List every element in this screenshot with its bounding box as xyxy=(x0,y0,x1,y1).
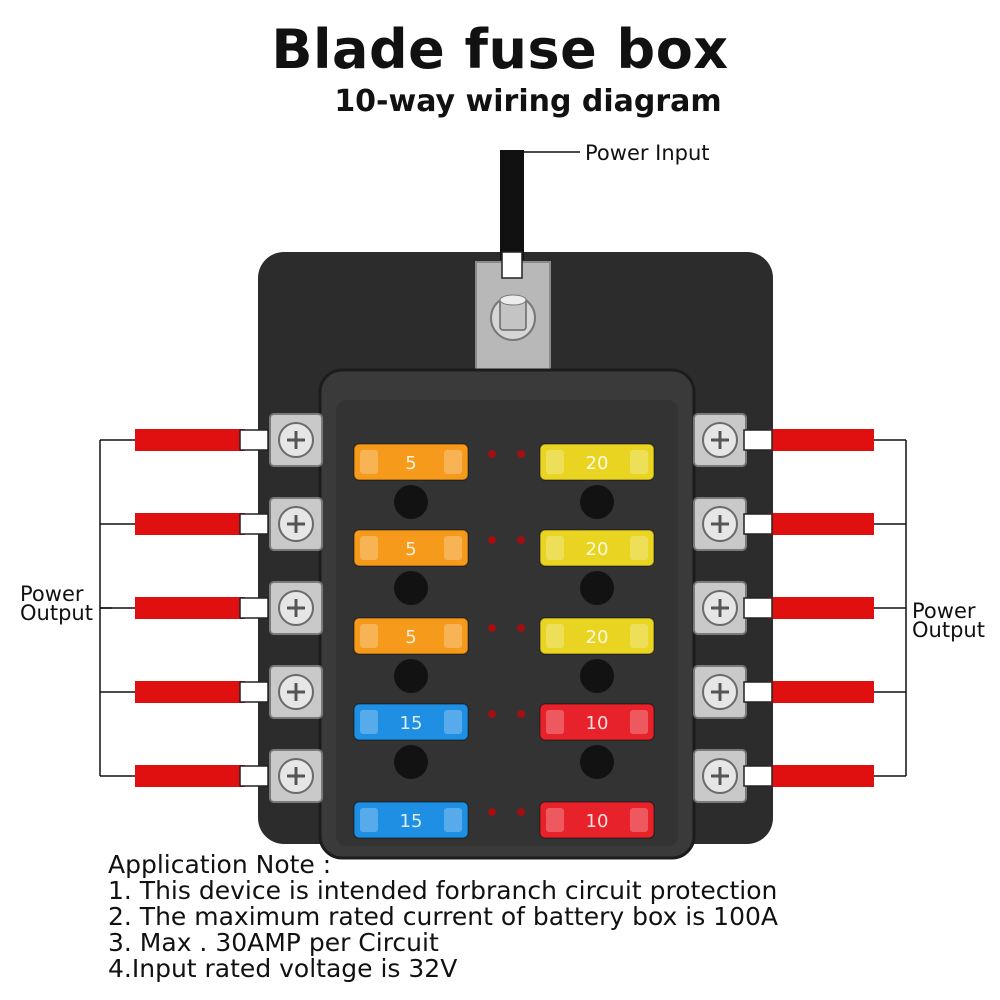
fuse-rating-right-5: 10 xyxy=(586,811,609,832)
power-output-left-label: Power Output xyxy=(20,582,93,625)
indicator-led xyxy=(488,450,496,458)
fuse-left-4: 15 xyxy=(353,703,469,741)
terminal-screw-right-5 xyxy=(693,749,747,803)
indicator-led xyxy=(517,710,525,718)
fuse-rating-right-4: 10 xyxy=(586,713,609,734)
indicator-led xyxy=(488,710,496,718)
fuse-left-2: 5 xyxy=(353,529,469,567)
fuse-left-5: 15 xyxy=(353,801,469,839)
fuse-socket-hole xyxy=(580,485,614,519)
terminal-screw-right-1 xyxy=(693,413,747,467)
power-output-left-line-1: Power xyxy=(20,582,84,606)
diagram-subtitle: 10-way wiring diagram xyxy=(334,84,722,119)
terminal-screw-right-2 xyxy=(693,497,747,551)
terminal-screw-right-3 xyxy=(693,581,747,635)
power-output-left-line-2: Output xyxy=(20,601,93,625)
output-wire-right-5 xyxy=(743,765,906,787)
diagram-title: Blade fuse box xyxy=(271,18,729,81)
note-line-4: 4.Input rated voltage is 32V xyxy=(108,954,458,983)
output-wire-right-1 xyxy=(743,429,906,451)
fuse-left-3: 5 xyxy=(353,617,469,655)
fuse-rating-right-2: 20 xyxy=(586,539,609,560)
fuse-socket-hole xyxy=(394,745,428,779)
fuse-right-1: 20 xyxy=(539,443,655,481)
fuse-right-5: 10 xyxy=(539,801,655,839)
indicator-led xyxy=(488,808,496,816)
fuse-rating-left-2: 5 xyxy=(405,539,416,560)
indicator-led xyxy=(517,536,525,544)
fuse-rating-right-1: 20 xyxy=(586,453,609,474)
note-heading: Application Note : xyxy=(108,850,332,879)
output-wire-right-2 xyxy=(743,513,906,535)
fuse-rating-left-1: 5 xyxy=(405,453,416,474)
fuse-socket-hole xyxy=(394,659,428,693)
fuse-socket-hole xyxy=(394,485,428,519)
indicator-led xyxy=(517,450,525,458)
note-line-3: 3. Max . 30AMP per Circuit xyxy=(108,928,439,957)
application-note: Application Note : 1. This device is int… xyxy=(108,852,778,982)
fuse-right-4: 10 xyxy=(539,703,655,741)
note-line-2: 2. The maximum rated current of battery … xyxy=(108,902,778,931)
terminal-screw-left-2 xyxy=(269,497,323,551)
fuse-rating-left-3: 5 xyxy=(405,627,416,648)
power-input-label: Power Input xyxy=(585,141,710,165)
input-stud xyxy=(490,294,536,341)
fuse-right-2: 20 xyxy=(539,529,655,567)
fuse-rating-left-5: 15 xyxy=(400,811,423,832)
terminal-screw-right-4 xyxy=(693,665,747,719)
fuse-socket-hole xyxy=(580,659,614,693)
indicator-led xyxy=(488,536,496,544)
indicator-led xyxy=(517,808,525,816)
output-wire-left-1 xyxy=(100,429,269,451)
fuse-socket-hole xyxy=(394,571,428,605)
power-output-right-line-1: Power xyxy=(912,599,976,623)
note-line-1: 1. This device is intended forbranch cir… xyxy=(108,876,778,905)
indicator-led xyxy=(488,624,496,632)
output-wire-right-4 xyxy=(743,681,906,703)
fuse-socket-hole xyxy=(580,745,614,779)
fuse-rating-right-3: 20 xyxy=(586,627,609,648)
fuse-socket-hole xyxy=(580,571,614,605)
terminal-screw-left-1 xyxy=(269,413,323,467)
output-wire-left-2 xyxy=(100,513,269,535)
power-input-wire xyxy=(500,150,524,260)
output-wire-left-5 xyxy=(100,765,269,787)
fuse-right-3: 20 xyxy=(539,617,655,655)
fuse-rating-left-4: 15 xyxy=(400,713,423,734)
terminal-screw-left-3 xyxy=(269,581,323,635)
fuse-left-1: 5 xyxy=(353,443,469,481)
output-wire-left-4 xyxy=(100,681,269,703)
power-input-terminal xyxy=(501,251,523,279)
terminal-screw-left-5 xyxy=(269,749,323,803)
power-output-right-line-2: Output xyxy=(912,618,985,642)
output-wire-right-3 xyxy=(743,597,906,619)
output-wire-left-3 xyxy=(100,597,269,619)
power-output-right-label: Power Output xyxy=(912,599,985,642)
indicator-led xyxy=(517,624,525,632)
terminal-screw-left-4 xyxy=(269,665,323,719)
